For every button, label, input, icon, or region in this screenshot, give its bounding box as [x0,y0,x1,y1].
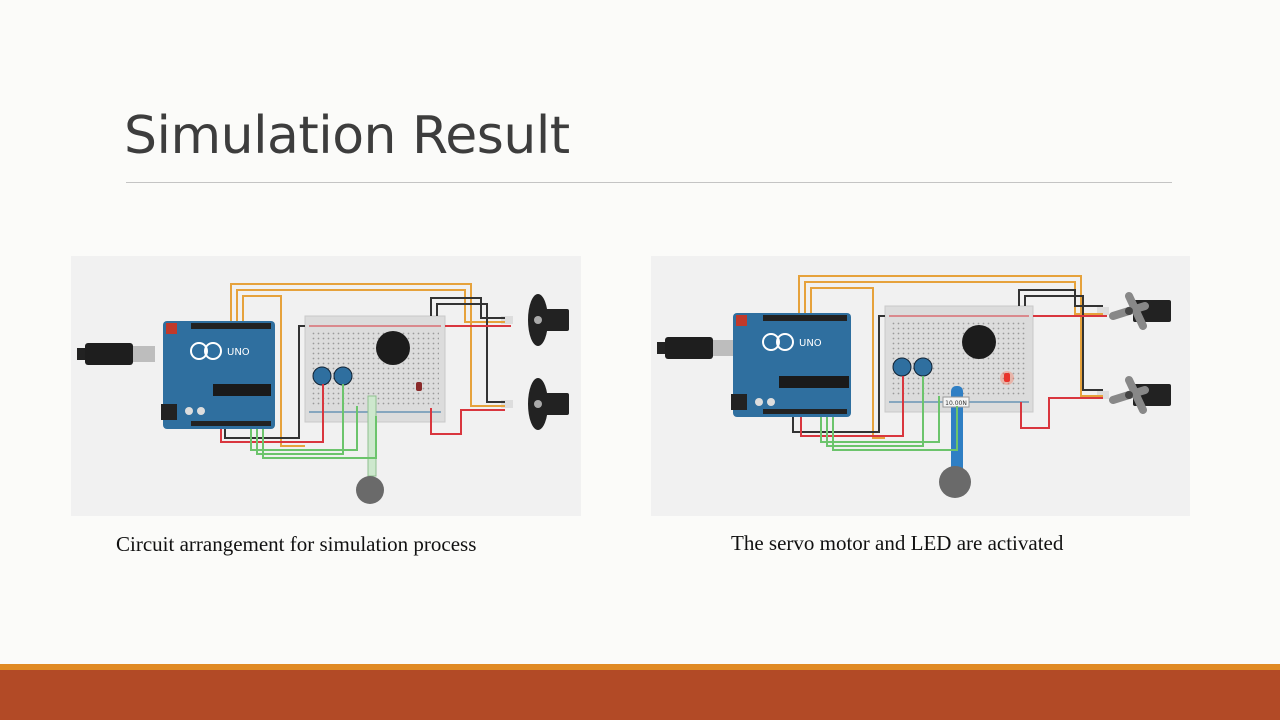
circuit-figure-activated: UNO [651,256,1190,516]
arduino-board-icon: UNO [161,321,275,429]
slide-title: Simulation Result [124,106,570,166]
servo-icon [1097,292,1171,330]
board-label: UNO [799,338,822,349]
servo-icon [1097,376,1171,414]
circuit-diagram: UNO [77,283,569,504]
servo-icon [501,294,569,346]
servo-icon [501,378,569,430]
title-divider [126,182,1172,183]
figure-caption-left: Circuit arrangement for simulation proce… [116,532,477,556]
usb-cable-icon [77,343,155,365]
board-label: UNO [227,347,250,358]
wiring [220,283,511,459]
potentiometer-icon [892,357,933,377]
led-icon [416,382,422,391]
footer-accent-line [0,664,1280,670]
force-sensor-icon: 10.00N [939,386,971,498]
potentiometer-icon [312,366,353,386]
circuit-figure-idle: UNO [71,256,581,516]
breadboard-icon [304,315,446,423]
usb-cable-icon [657,337,735,359]
figure-caption-right: The servo motor and LED are activated [731,531,1064,555]
arduino-board-icon: UNO [731,313,851,417]
buzzer-icon [962,325,996,359]
circuit-diagram: UNO [657,275,1171,498]
wiring [792,275,1107,451]
footer-bar [0,670,1280,720]
buzzer-icon [376,331,410,365]
sensor-readout: 10.00N [945,400,967,407]
led-icon [1000,371,1014,385]
